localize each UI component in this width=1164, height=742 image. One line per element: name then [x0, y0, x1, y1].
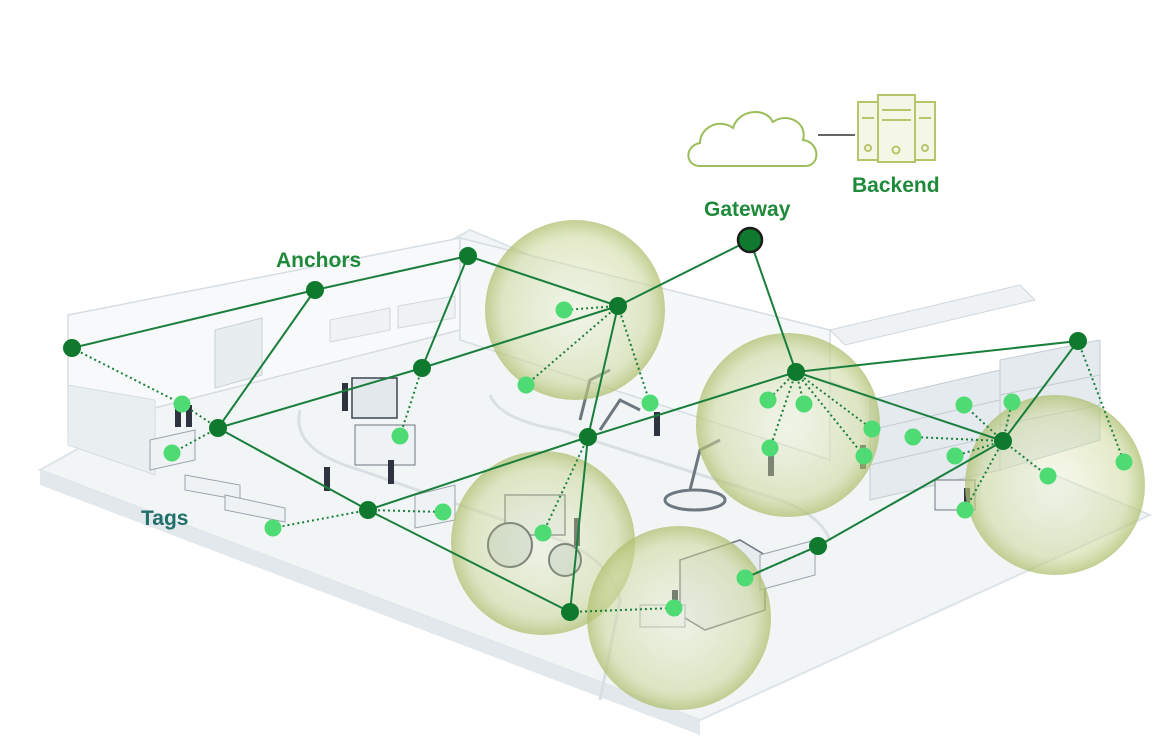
tag-node — [641, 394, 659, 412]
tag-node — [517, 376, 535, 394]
anchor-node — [359, 501, 377, 519]
coverage-zone — [696, 333, 880, 517]
coverage-zone — [965, 395, 1145, 575]
anchors-label: Anchors — [276, 249, 361, 272]
tag-node — [173, 395, 191, 413]
robot-arm-illustration — [578, 368, 727, 512]
tag-node — [855, 447, 873, 465]
tag-node — [1039, 467, 1057, 485]
anchor-node — [787, 363, 805, 381]
tag-node — [955, 396, 973, 414]
back-wall-left-lower — [67, 384, 156, 476]
anchor-node — [306, 281, 324, 299]
anchor-node — [413, 359, 431, 377]
floor-front-edge — [40, 470, 700, 735]
floor-aisle-2 — [488, 394, 832, 541]
anchor-node — [994, 432, 1012, 450]
tag-node — [946, 447, 964, 465]
coverage-zone — [587, 526, 771, 710]
tag-node — [555, 301, 573, 319]
anchor-node — [459, 247, 477, 265]
tag-node — [863, 420, 881, 438]
gateway-node — [736, 226, 764, 254]
coverage-zone — [451, 451, 635, 635]
anchor-node — [609, 297, 627, 315]
anchor-node — [561, 603, 579, 621]
tag-node — [904, 428, 922, 446]
anchor-node — [1069, 332, 1087, 350]
tag-node — [434, 503, 452, 521]
warehouse-roof — [829, 284, 1036, 346]
tag-node — [736, 569, 754, 587]
anchor-node — [63, 339, 81, 357]
anchor-node — [209, 419, 227, 437]
wall-window — [214, 317, 263, 389]
tag-node — [956, 501, 974, 519]
anchor-node — [579, 428, 597, 446]
cloud-icon — [687, 111, 818, 167]
tag-node — [391, 427, 409, 445]
tag-node — [795, 395, 813, 413]
anchor-links — [71, 239, 1079, 613]
tag-node — [761, 439, 779, 457]
wall-panel-1 — [329, 307, 391, 343]
tag-node — [163, 444, 181, 462]
tag-node — [264, 519, 282, 537]
tags — [163, 301, 1133, 617]
tire-stack-illustration — [351, 377, 416, 466]
tag-node — [759, 391, 777, 409]
tags-label: Tags — [141, 507, 188, 530]
tag-node — [1003, 393, 1021, 411]
tag-node — [534, 524, 552, 542]
tag-node — [665, 599, 683, 617]
anchor-node — [809, 537, 827, 555]
server-rack-icon — [857, 94, 936, 163]
backend-label: Backend — [852, 174, 940, 197]
coverage-zone — [485, 220, 665, 400]
tag-node — [1115, 453, 1133, 471]
anchors — [63, 247, 1087, 621]
gateway-label: Gateway — [704, 198, 791, 221]
